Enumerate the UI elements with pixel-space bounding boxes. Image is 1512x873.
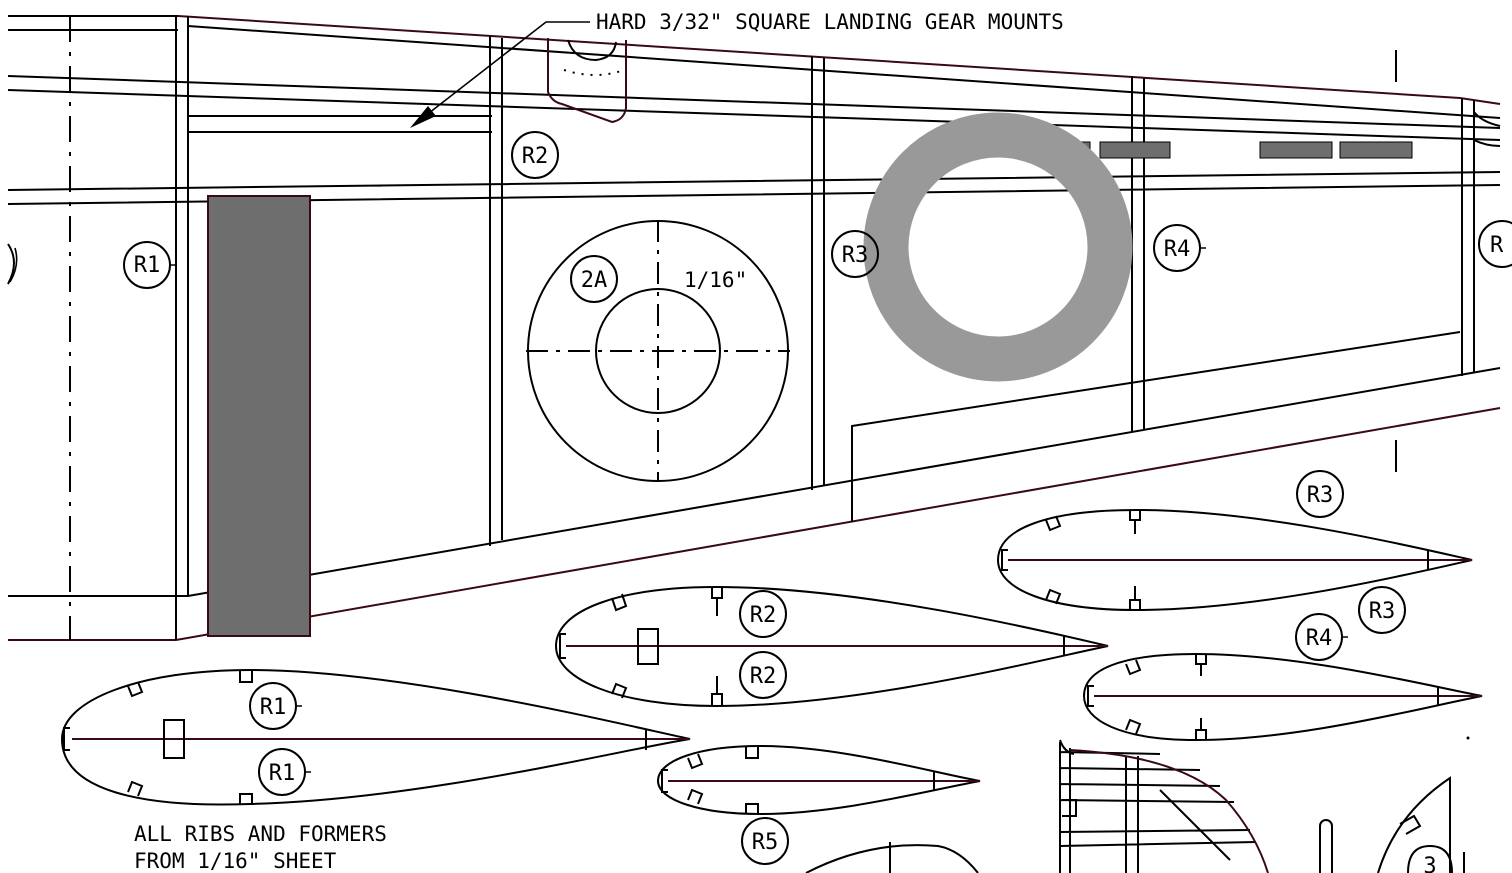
rib-r4-label: R4 (1306, 626, 1333, 651)
former-2a-circle (570, 255, 618, 303)
rib-r4-profile (1082, 652, 1483, 742)
spar-top-3 (7, 75, 1501, 141)
rib-r3-profile (996, 508, 1473, 612)
rib-r3-outline (996, 508, 1473, 612)
right-edge-hooks (1473, 111, 1501, 147)
r4-wing-label: R4 (1164, 237, 1191, 262)
r3-wing-label: R3 (842, 243, 869, 268)
leader-arrowhead (410, 106, 436, 128)
rib-r3-position (811, 56, 825, 490)
rib-r3-upper-label: R3 (1307, 483, 1334, 508)
slot-bar-2 (1099, 141, 1171, 159)
rib-r2-profile (554, 585, 1109, 708)
former-thickness-label: 1/16" (684, 268, 747, 292)
stray-dot (1466, 736, 1470, 740)
aileron-outline (851, 331, 1461, 522)
spar-top-2 (187, 25, 1501, 119)
r-edge-label: R (1490, 233, 1504, 258)
rib-r5-profile (656, 744, 981, 816)
former-3-label-circle (1407, 844, 1453, 873)
former-3-outline (1377, 776, 1451, 873)
rib-r5-notches (661, 746, 759, 814)
rib-r4-notches (1087, 654, 1207, 740)
wheel-ring (863, 112, 1133, 382)
label-circles (9, 131, 1512, 865)
landing-gear-mount-bars (188, 115, 492, 133)
rib-r5-position (1461, 98, 1475, 376)
pushrod-slot (1319, 819, 1333, 873)
r-edge-circle (1478, 220, 1512, 268)
rib-r2-lower-label: R2 (750, 664, 777, 689)
rib-r2-upper-label: R2 (750, 603, 777, 628)
fuselage-side-hooks (1059, 739, 1075, 755)
fuselage-side-frame (1059, 742, 1257, 873)
former-2a (526, 220, 790, 482)
leading-edge-outline (177, 15, 1501, 105)
rib-r1-lower-label: R1 (269, 761, 296, 786)
rib-r3-lower-circle (1358, 586, 1406, 634)
former-3-tab (1399, 814, 1422, 835)
slot-bar-3 (1259, 141, 1333, 159)
spar-top-1 (8, 15, 178, 31)
sheet-note-line-1: ALL RIBS AND FORMERS (134, 822, 387, 846)
rib-r4-outline (1082, 652, 1483, 742)
former-bottom-arc (805, 844, 979, 873)
former-3-label: 3 (1423, 854, 1436, 873)
r1-wing-label: R1 (134, 253, 161, 278)
rib-r4-position (1131, 76, 1145, 432)
landing-gear-leader (410, 21, 590, 128)
former-2a-label: 2A (581, 268, 608, 293)
former-2a-inner-circle (595, 288, 721, 414)
landing-gear-fitting (547, 38, 627, 124)
rib-r3-notches (1001, 510, 1141, 610)
rib-r1-upper-label: R1 (260, 695, 287, 720)
slot-bar-4 (1339, 141, 1413, 159)
landing-gear-note: HARD 3/32" SQUARE LANDING GEAR MOUNTS (596, 10, 1064, 34)
rib-r2-position (489, 36, 503, 546)
rib-r5-circle (741, 817, 789, 865)
rib-r1-profile (60, 668, 691, 806)
rib-r2-lower-circle (739, 651, 787, 699)
r2-wing-label: R2 (522, 144, 549, 169)
r3-wing-circle (831, 230, 879, 278)
rib-r1-outline (60, 668, 691, 806)
shaded-sheeting-block (207, 195, 311, 637)
rib-r1-notches (63, 670, 253, 804)
rib-r1-spar-slot (163, 719, 185, 759)
bottom-partial-views (805, 736, 1470, 873)
landing-gear-fitting-arc (567, 39, 617, 62)
rib-r2-outline (554, 585, 1109, 708)
sheet-note-line-2: FROM 1/16" SHEET (134, 849, 337, 873)
rib-r5-outline (656, 744, 981, 816)
leader-line (419, 21, 590, 121)
rib-r2-upper-circle (739, 590, 787, 638)
tip-circle-left-partial (7, 243, 15, 285)
rib-r3-upper-circle (1296, 470, 1344, 518)
r2-wing-circle (511, 131, 559, 179)
rib-r1-position (175, 16, 189, 640)
fuselage-side-outline (1069, 749, 1269, 873)
rib-r2-spar-slot (637, 628, 659, 665)
rib-r3-lower-label: R3 (1369, 599, 1396, 624)
wing-structure (7, 15, 1501, 641)
label-circle-ticks (9, 247, 1348, 773)
rib-r2-notches (559, 587, 723, 706)
rib-r5-label: R5 (752, 830, 779, 855)
landing-gear-fitting-dots (563, 69, 625, 76)
